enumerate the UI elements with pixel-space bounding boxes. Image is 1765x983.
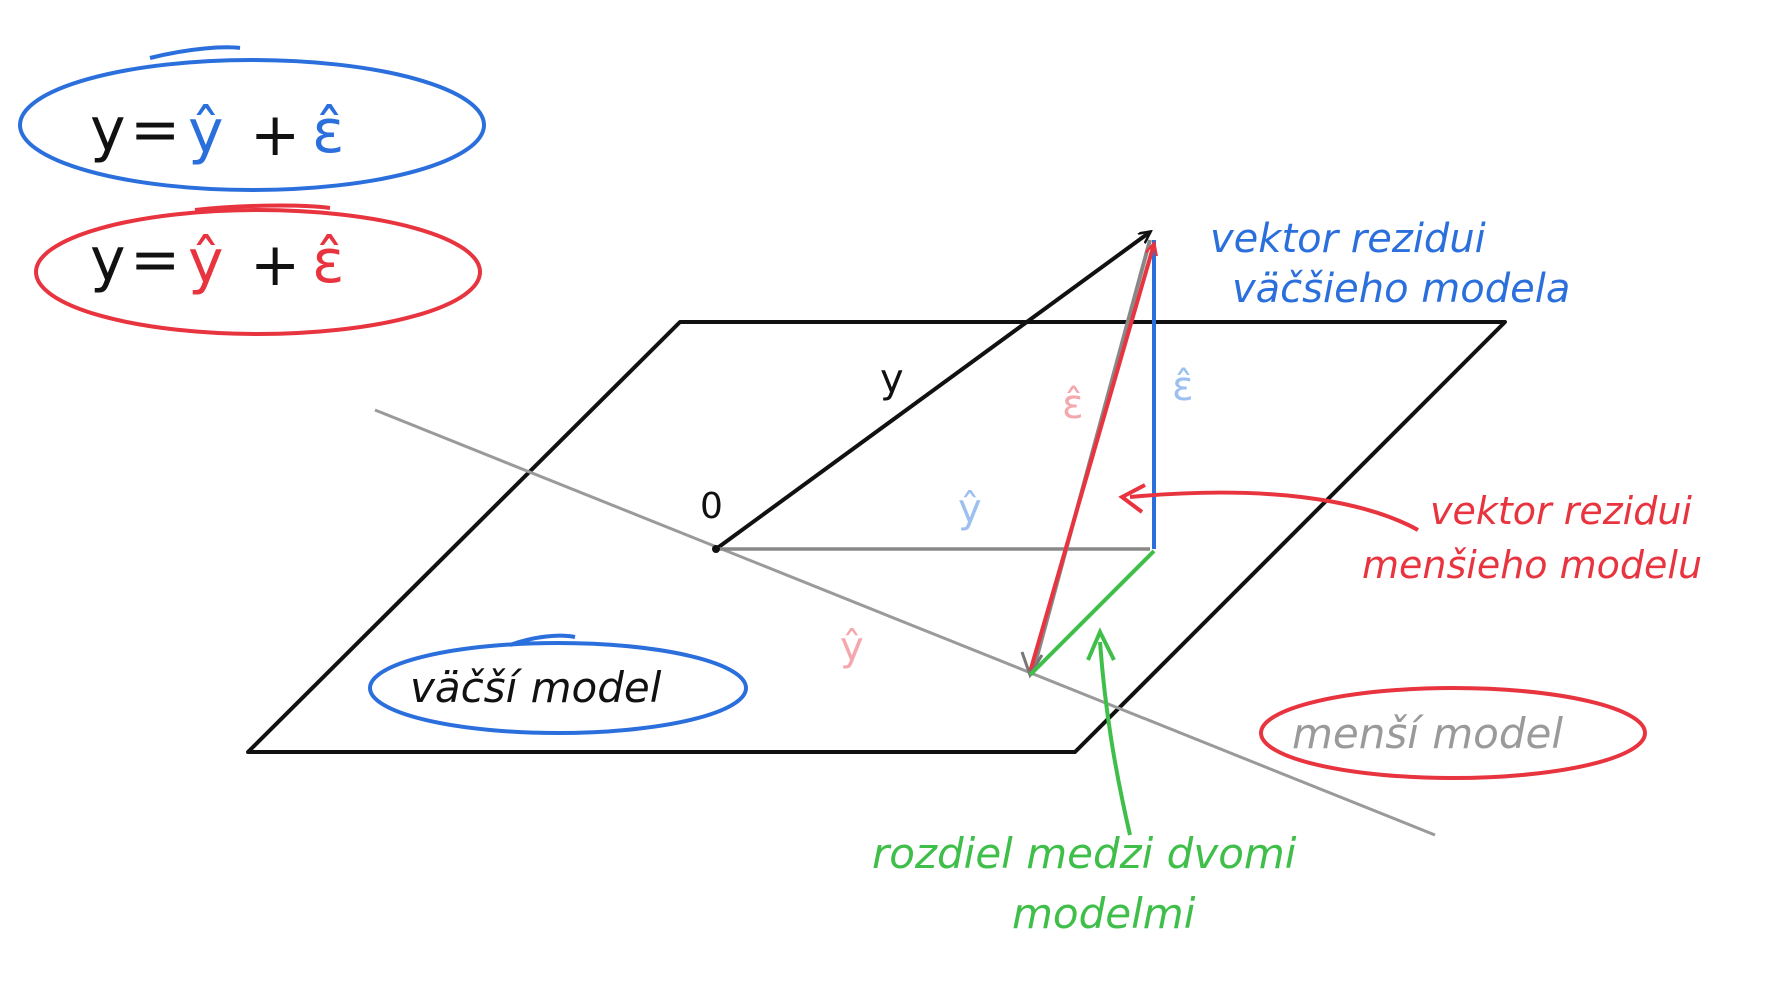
equation-equals: = xyxy=(130,95,180,165)
equation-lhs: y xyxy=(90,225,126,295)
bigger-model-equation-ellipse-tail xyxy=(149,45,241,60)
difference-pointer-arrowhead xyxy=(1086,627,1116,661)
bigger-model-label: väčší model xyxy=(410,663,662,712)
y-vector-label: y xyxy=(880,356,904,402)
bigger-model-plane xyxy=(246,320,1507,754)
bigger-epshat-label: ε̂ xyxy=(1172,364,1194,410)
smaller-model-label: menší model xyxy=(1292,709,1563,758)
equation-plus: + xyxy=(250,230,300,300)
equation-yhat: ŷ xyxy=(188,97,224,167)
bigger-yhat-label: ŷ xyxy=(958,486,982,532)
bigger-residual-annotation-line1: vektor rezidui xyxy=(1210,216,1486,262)
smaller-model-equation: y = ŷ + ε̂ xyxy=(90,225,344,300)
equation-lhs: y xyxy=(90,95,126,165)
bigger-residual-annotation-line2: väčšieho modela xyxy=(1232,266,1570,312)
smaller-model-equation-ellipse-tail xyxy=(194,203,331,212)
smaller-residual-pointer-arrow xyxy=(1129,490,1419,532)
origin-point xyxy=(712,545,720,553)
smaller-residual-annotation: vektor rezidui menšieho modelu xyxy=(1362,489,1702,587)
smaller-residual-annotation-line1: vektor rezidui xyxy=(1430,489,1692,533)
smaller-epshat-label: ε̂ xyxy=(1062,382,1084,428)
smaller-yhat-label: ŷ xyxy=(840,624,864,670)
equation-plus: + xyxy=(250,100,300,170)
smaller-model-equation-ellipse xyxy=(34,208,482,336)
smaller-residual-annotation-line2: menšieho modelu xyxy=(1362,543,1702,587)
y-vector xyxy=(714,232,1150,551)
bigger-model-ellipse xyxy=(368,641,748,735)
origin-label: 0 xyxy=(700,486,723,527)
equation-yhat: ŷ xyxy=(188,227,224,297)
difference-pointer-arrow xyxy=(1098,641,1132,836)
bigger-model-equation-ellipse xyxy=(18,58,486,192)
equation-equals: = xyxy=(130,225,180,295)
difference-annotation-line1: rozdiel medzi dvomi xyxy=(872,829,1297,878)
smaller-residual-vector xyxy=(1028,244,1154,673)
equation-epshat: ε̂ xyxy=(312,97,344,167)
bigger-model-equation: y = ŷ + ε̂ xyxy=(90,95,344,170)
bigger-residual-annotation: vektor rezidui väčšieho modela xyxy=(1210,216,1570,312)
equation-epshat: ε̂ xyxy=(312,227,344,297)
smaller-model-line xyxy=(374,408,1436,837)
difference-annotation: rozdiel medzi dvomi modelmi xyxy=(872,829,1297,938)
smaller-residual-pointer-arrowhead xyxy=(1118,483,1146,514)
smaller-model-ellipse xyxy=(1259,686,1647,780)
bigger-model-ellipse-tail xyxy=(509,633,576,647)
difference-vector xyxy=(1028,549,1156,677)
difference-annotation-line2: modelmi xyxy=(1012,889,1196,938)
